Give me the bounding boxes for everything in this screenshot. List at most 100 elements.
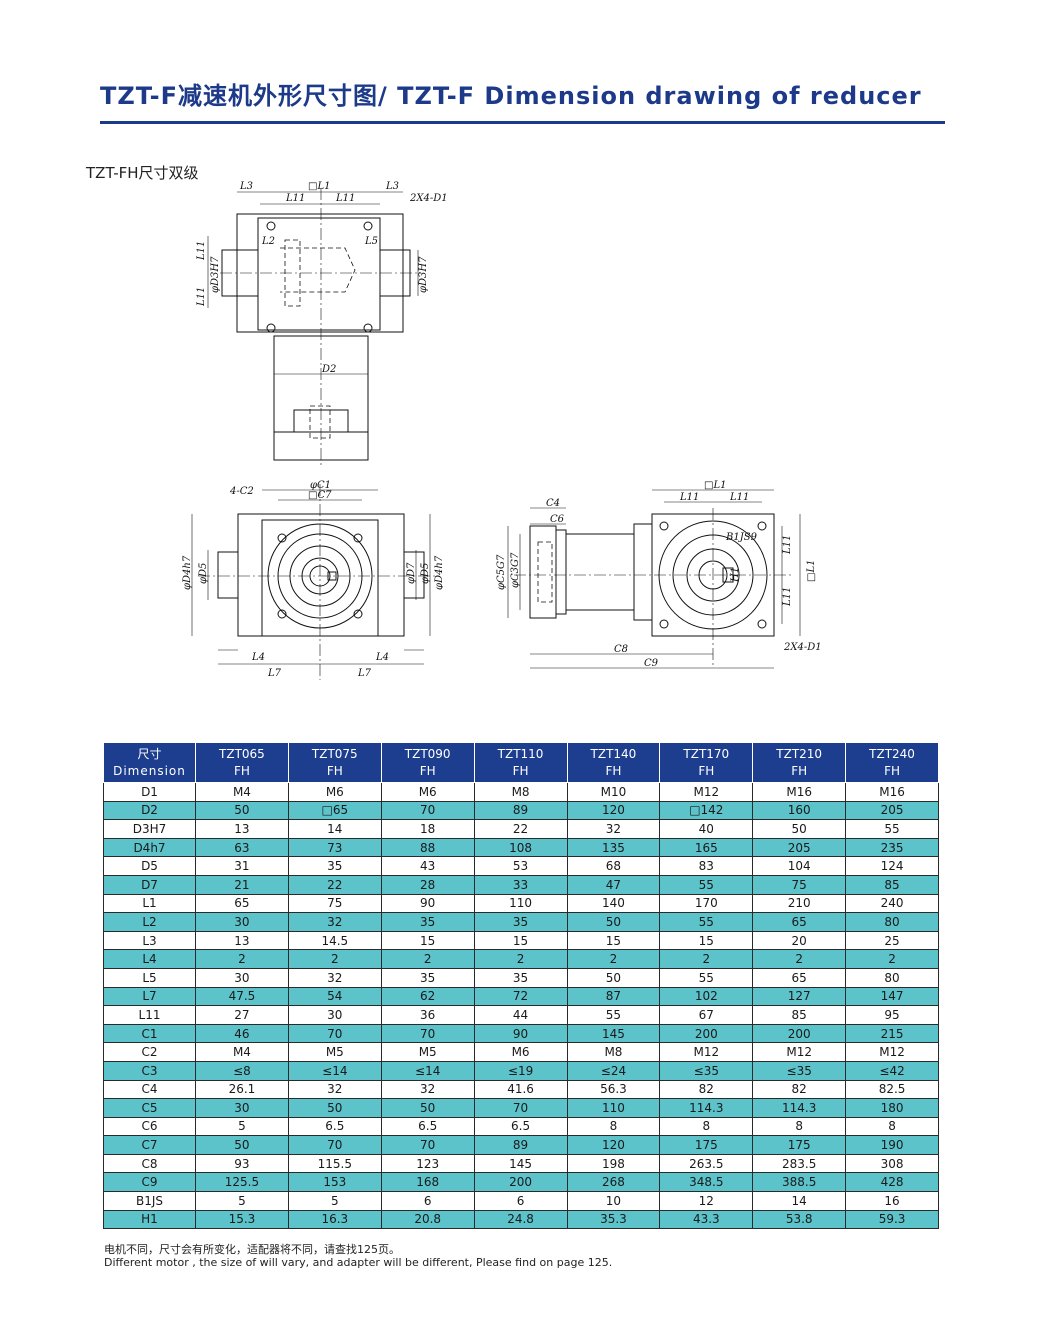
table-cell: 5 xyxy=(287,1191,382,1211)
table-cell: 15 xyxy=(659,930,754,951)
table-cell: M5 xyxy=(287,1042,382,1062)
table-cell: 65 xyxy=(752,912,847,932)
table-cell: □65 xyxy=(287,800,382,821)
svg-text:C6: C6 xyxy=(550,514,565,525)
table-cell: 65 xyxy=(752,967,847,988)
table-cell: 50 xyxy=(752,819,847,839)
table-cell: 30 xyxy=(195,1098,289,1118)
table-cell: 2 xyxy=(195,949,289,969)
table-cell: 75 xyxy=(287,893,382,914)
svg-text:φC1: φC1 xyxy=(310,480,331,491)
row-label: L2 xyxy=(103,912,196,932)
table-cell: 16 xyxy=(845,1191,939,1211)
table-cell: 70 xyxy=(287,1023,382,1044)
row-label: D5 xyxy=(103,856,196,876)
table-cell: 8 xyxy=(566,1116,661,1137)
table-cell: 2 xyxy=(845,949,939,969)
table-row: C3≤8≤14≤14≤19≤24≤35≤35≤42 xyxy=(103,1060,939,1081)
row-label: D1 xyxy=(103,782,196,802)
table-cell: M12 xyxy=(659,1042,754,1062)
table-cell: 6.5 xyxy=(380,1116,475,1137)
svg-text:φC3G7: φC3G7 xyxy=(510,552,521,588)
dimension-header-en: Dimension xyxy=(113,763,186,778)
table-cell: 90 xyxy=(473,1023,568,1044)
table-cell: 88 xyxy=(380,837,475,858)
svg-text:φC5G7: φC5G7 xyxy=(496,554,507,590)
svg-text:H1: H1 xyxy=(730,567,741,583)
table-cell: 50 xyxy=(195,1135,289,1155)
table-cell: 2 xyxy=(473,949,568,969)
table-cell: 123 xyxy=(380,1153,475,1174)
row-label: L5 xyxy=(103,967,196,988)
table-cell: 53 xyxy=(473,856,568,876)
row-label: C8 xyxy=(103,1153,196,1174)
table-cell: 147 xyxy=(845,986,939,1007)
table-cell: 33 xyxy=(473,874,568,895)
svg-text:φD5: φD5 xyxy=(198,563,209,584)
table-cell: 6 xyxy=(473,1191,568,1211)
row-label: C2 xyxy=(103,1042,196,1062)
table-cell: 70 xyxy=(473,1098,568,1118)
table-cell: 31 xyxy=(195,856,289,876)
row-label: C1 xyxy=(103,1023,196,1044)
table-cell: 36 xyxy=(380,1005,475,1025)
table-cell: 95 xyxy=(845,1005,939,1025)
svg-text:□C7: □C7 xyxy=(308,490,332,501)
svg-text:C4: C4 xyxy=(546,498,560,509)
table-cell: □142 xyxy=(659,800,754,821)
model-variant: FH xyxy=(233,763,250,778)
table-cell: 15 xyxy=(566,930,661,951)
table-cell: 8 xyxy=(752,1116,847,1137)
svg-text:L11: L11 xyxy=(335,193,355,204)
table-cell: ≤35 xyxy=(752,1060,847,1081)
table-cell: 200 xyxy=(659,1023,754,1044)
table-cell: M4 xyxy=(195,782,289,802)
table-cell: 41.6 xyxy=(473,1079,568,1100)
table-cell: 14 xyxy=(287,819,382,839)
svg-text:L11: L11 xyxy=(782,587,793,607)
model-variant: FH xyxy=(512,763,529,778)
model-variant: FH xyxy=(698,763,715,778)
row-label: C3 xyxy=(103,1060,196,1081)
table-cell: 308 xyxy=(845,1153,939,1174)
table-cell: 56.3 xyxy=(566,1079,661,1100)
footnote-en: Different motor , the size of will vary,… xyxy=(104,1256,613,1269)
svg-text:L4: L4 xyxy=(251,652,265,663)
table-cell: 25 xyxy=(845,930,939,951)
table-cell: 102 xyxy=(659,986,754,1007)
row-label: C5 xyxy=(103,1098,196,1118)
svg-text:L3: L3 xyxy=(239,181,253,192)
table-cell: 263.5 xyxy=(659,1153,754,1174)
table-cell: 70 xyxy=(380,800,475,821)
model-variant: FH xyxy=(884,763,901,778)
table-cell: 80 xyxy=(845,912,939,932)
table-cell: 127 xyxy=(752,986,847,1007)
model-name: TZT210 xyxy=(776,746,823,761)
table-cell: 35.3 xyxy=(566,1209,661,1230)
table-cell: 53.8 xyxy=(752,1209,847,1230)
table-cell: 47.5 xyxy=(195,986,289,1007)
table-cell: 85 xyxy=(752,1005,847,1025)
table-cell: 30 xyxy=(195,912,289,932)
page-title: TZT-F减速机外形尺寸图/ TZT-F Dimension drawing o… xyxy=(100,82,922,110)
svg-text:L11: L11 xyxy=(782,535,793,555)
table-cell: 44 xyxy=(473,1005,568,1025)
table-cell: M12 xyxy=(845,1042,939,1062)
table-cell: 20.8 xyxy=(380,1209,475,1230)
table-cell: 124 xyxy=(845,856,939,876)
svg-text:L11: L11 xyxy=(196,241,207,261)
table-cell: 140 xyxy=(566,893,661,914)
table-cell: 18 xyxy=(380,819,475,839)
table-cell: 20 xyxy=(752,930,847,951)
table-cell: 55 xyxy=(659,967,754,988)
table-cell: 70 xyxy=(380,1023,475,1044)
table-cell: 215 xyxy=(845,1023,939,1044)
model-variant: FH xyxy=(791,763,808,778)
table-cell: 388.5 xyxy=(752,1172,847,1193)
